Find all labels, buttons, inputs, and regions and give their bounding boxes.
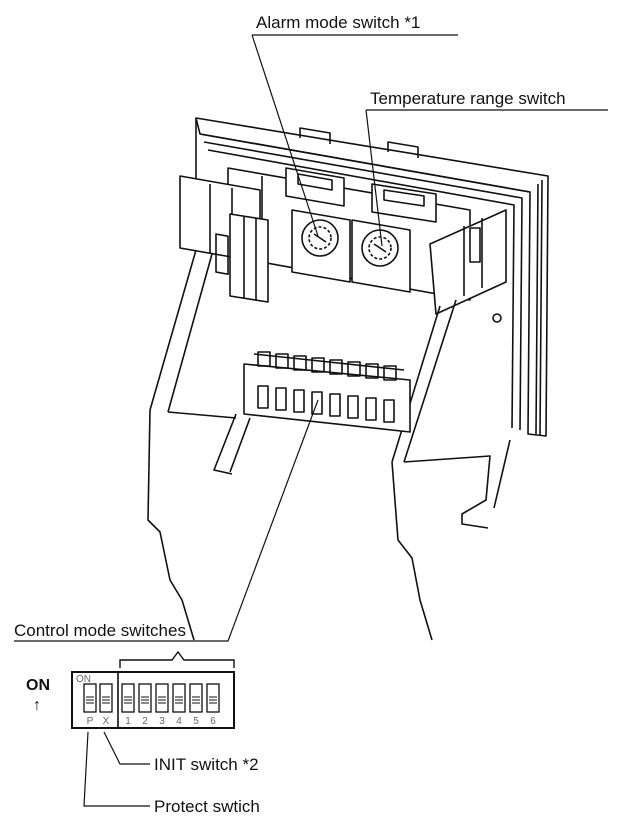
init-switch-label: INIT switch *2: [154, 755, 259, 774]
dip-switch-on-text: ON: [76, 674, 91, 685]
temperature-range-switch-label: Temperature range switch: [370, 89, 566, 108]
protect-switch-label: Protect swtich: [154, 797, 260, 816]
dip-switch-1[interactable]: [121, 683, 135, 713]
dip-position-label-x: X: [103, 716, 110, 727]
device-body: [147, 117, 549, 641]
leader-alarm-mode: [251, 34, 458, 237]
leader-control-mode: [14, 399, 319, 642]
dip-switch-x[interactable]: [99, 683, 113, 713]
dip-position-label-2: 2: [142, 716, 148, 727]
dip-position-label-4: 4: [176, 716, 182, 727]
dip-position-label-p: P: [87, 716, 94, 727]
control-mode-bracket: [119, 650, 235, 668]
control-mode-switches-label: Control mode switches: [14, 621, 186, 640]
alarm-mode-switch-label: Alarm mode switch *1: [256, 13, 420, 32]
dip-position-label-3: 3: [159, 716, 165, 727]
on-indicator-label: ON: [26, 677, 50, 694]
dip-switch-6[interactable]: [206, 683, 220, 713]
leader-protect: [83, 731, 150, 807]
dip-position-label-5: 5: [193, 716, 199, 727]
leader-lines: [14, 34, 608, 807]
dip-position-label-1: 1: [125, 716, 131, 727]
leader-init: [103, 731, 150, 765]
leader-temperature-range: [365, 109, 608, 247]
dip-switch-2[interactable]: [138, 683, 152, 713]
dip-switch-5[interactable]: [189, 683, 203, 713]
dip-switch-p[interactable]: [83, 683, 97, 713]
dip-position-label-6: 6: [210, 716, 216, 727]
on-arrow-icon: ↑: [33, 697, 41, 714]
dip-switch-4[interactable]: [172, 683, 186, 713]
dip-switch-3[interactable]: [155, 683, 169, 713]
device-dip-levers: [257, 351, 397, 423]
